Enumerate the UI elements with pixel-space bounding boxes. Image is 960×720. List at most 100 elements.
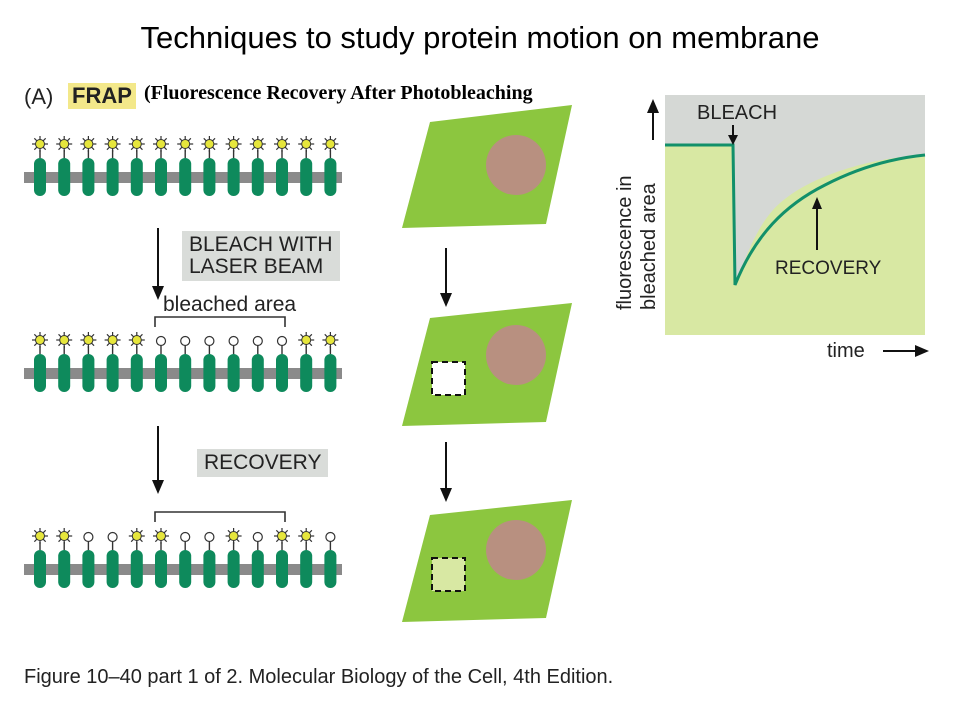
membrane-protein xyxy=(58,550,71,588)
bleached-tag xyxy=(228,335,239,347)
fluorescent-tag xyxy=(225,136,242,152)
recovered-square xyxy=(431,557,466,592)
membrane-protein xyxy=(300,158,313,196)
membrane-protein xyxy=(324,550,337,588)
x-axis-arrow xyxy=(883,345,929,357)
fluorescent-tag xyxy=(56,332,73,348)
membrane-protein xyxy=(324,158,337,196)
bleach-step-label: BLEACH WITH LASER BEAM xyxy=(182,231,340,281)
membrane-protein xyxy=(276,158,288,196)
membrane-protein xyxy=(34,550,46,588)
recovery-bracket xyxy=(154,511,286,522)
bleached-area-bracket xyxy=(154,316,286,327)
membrane-protein xyxy=(251,550,264,588)
fluorescent-tag xyxy=(225,528,242,544)
recovery-curve xyxy=(665,143,926,286)
cell-diagram xyxy=(402,105,572,622)
bleached-region xyxy=(665,95,925,285)
bleached-tag xyxy=(107,531,118,543)
membrane-protein xyxy=(34,354,46,392)
bleached-tag xyxy=(204,335,215,347)
bleached-tag xyxy=(180,335,191,347)
fluorescent-tag xyxy=(128,332,145,348)
membrane-row-after-recovery xyxy=(24,528,342,588)
recovery-label: RECOVERY xyxy=(775,258,882,279)
membrane-protein xyxy=(300,354,313,392)
fluorescent-tag xyxy=(104,136,121,152)
bleached-tag xyxy=(252,335,263,347)
bleached-tag xyxy=(180,531,191,543)
membrane-protein xyxy=(276,550,288,588)
y-axis-arrow xyxy=(647,99,659,140)
fluorescent-tag xyxy=(298,136,315,152)
membrane-protein xyxy=(276,354,288,392)
membrane-protein xyxy=(34,158,46,196)
recovery-step-label: RECOVERY xyxy=(197,449,329,477)
membrane-protein xyxy=(227,158,240,196)
membrane-protein xyxy=(179,354,192,392)
bleached-area-label: bleached area xyxy=(163,293,297,316)
membrane-protein xyxy=(179,550,192,588)
bleach-step-line1: BLEACH WITH xyxy=(189,233,333,256)
cell-recovered xyxy=(402,500,572,622)
bleach-pointer-arrow xyxy=(728,125,738,145)
fluorescent-tag xyxy=(322,136,339,152)
fluorescent-tag xyxy=(128,136,145,152)
down-arrow-1 xyxy=(152,228,164,300)
fluorescent-tag xyxy=(322,332,339,348)
bleached-tag xyxy=(276,335,288,347)
fluorescent-tag xyxy=(104,332,121,348)
fluorescent-tag xyxy=(177,136,194,152)
fluorescent-tag xyxy=(128,528,145,544)
fluorescent-tag xyxy=(32,332,48,348)
bleached-tag xyxy=(155,335,167,347)
bleached-tag xyxy=(252,531,263,543)
membrane-protein xyxy=(179,158,192,196)
y-axis-label-line2: bleached area xyxy=(638,182,660,310)
membrane-protein xyxy=(324,354,337,392)
membrane-row-before xyxy=(24,136,342,196)
fluorescent-tag xyxy=(153,528,169,544)
figure-caption: Figure 10–40 part 1 of 2. Molecular Biol… xyxy=(24,666,614,688)
fluorescent-tag xyxy=(32,528,48,544)
cell-bleached xyxy=(402,303,572,426)
membrane-protein xyxy=(155,354,167,392)
membrane-protein xyxy=(251,354,264,392)
fluorescent-tag xyxy=(56,136,73,152)
fluorescent-tag xyxy=(80,136,97,152)
membrane-protein xyxy=(130,550,143,588)
membrane-protein xyxy=(130,158,143,196)
y-axis-label-line1: fluorescence in xyxy=(614,175,636,310)
bleached-tag xyxy=(83,531,94,543)
bleached-square xyxy=(431,361,466,396)
fluorescent-tag xyxy=(298,332,315,348)
recovery-pointer-arrow xyxy=(812,197,822,250)
membrane-protein xyxy=(106,158,119,196)
recovery-graph: BLEACH RECOVERY time fluorescence in ble… xyxy=(614,95,929,362)
down-arrow-2 xyxy=(152,426,164,494)
membrane-protein xyxy=(227,354,240,392)
fluorescent-tag xyxy=(274,528,290,544)
fluorescent-tag xyxy=(249,136,266,152)
bleach-step-line2: LASER BEAM xyxy=(189,255,324,278)
down-arrow-3 xyxy=(440,248,452,307)
membrane-protein xyxy=(203,550,216,588)
fluorescent-tag xyxy=(32,136,48,152)
membrane-protein xyxy=(203,158,216,196)
membrane-protein xyxy=(106,354,119,392)
bleached-tag xyxy=(204,531,215,543)
fluorescent-tag xyxy=(56,528,73,544)
membrane-protein xyxy=(203,354,216,392)
membrane-protein xyxy=(58,354,71,392)
fluorescent-tag xyxy=(153,136,169,152)
cell-before xyxy=(402,105,572,228)
bleach-label: BLEACH xyxy=(697,102,777,124)
fluorescent-tag xyxy=(298,528,315,544)
membrane-protein xyxy=(82,158,95,196)
membrane-row-after-bleach xyxy=(24,332,342,392)
membrane-protein xyxy=(130,354,143,392)
fluorescent-tag xyxy=(201,136,218,152)
membrane-protein xyxy=(251,158,264,196)
x-axis-label: time xyxy=(827,340,865,362)
frap-expansion: (Fluorescence Recovery After Photobleach… xyxy=(144,82,533,104)
